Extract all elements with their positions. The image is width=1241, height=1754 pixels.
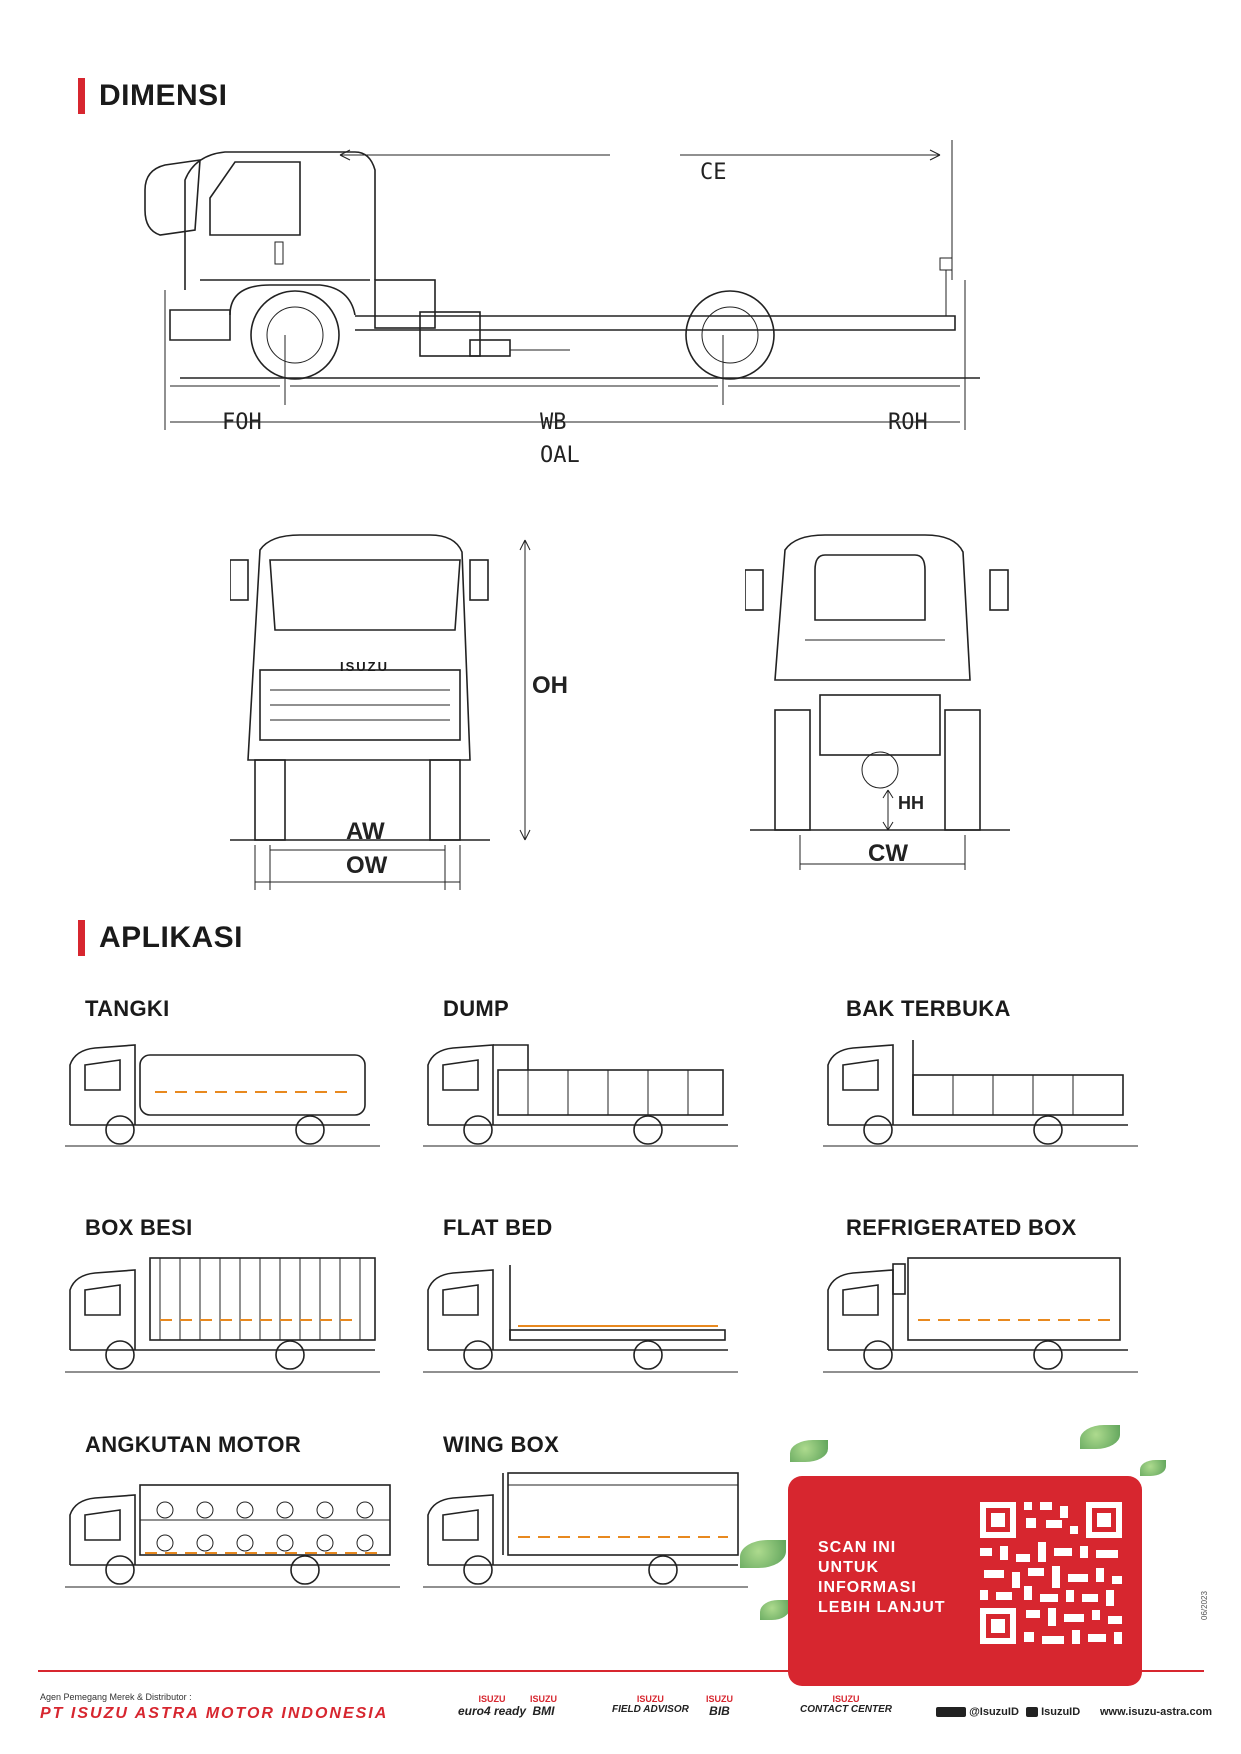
truck-wing-box bbox=[423, 1472, 748, 1588]
grille-badge: ISUZU bbox=[340, 659, 389, 674]
footer-divider bbox=[38, 1670, 1204, 1672]
app-title-wing-box: WING BOX bbox=[443, 1432, 560, 1457]
agent-label: Agen Pemegang Merek & Distributor : bbox=[40, 1692, 192, 1702]
dim-oh: OH bbox=[532, 672, 568, 699]
qr-caption: SCAN INI UNTUK INFORMASI LEBIH LANJUT bbox=[818, 1538, 958, 1618]
section-title-aplikasi: APLIKASI bbox=[78, 920, 243, 956]
social-icons bbox=[936, 1707, 966, 1718]
leaf-decoration bbox=[1080, 1425, 1120, 1449]
qr-card[interactable]: SCAN INI UNTUK INFORMASI LEBIH LANJUT bbox=[788, 1476, 1142, 1686]
website-link[interactable]: www.isuzu-astra.com bbox=[1100, 1706, 1213, 1718]
youtube-handle[interactable]: IsuzuID bbox=[1026, 1706, 1080, 1718]
section-title-text: DIMENSI bbox=[99, 79, 228, 112]
truck-bak-terbuka bbox=[823, 1040, 1138, 1147]
app-title-dump: DUMP bbox=[443, 996, 509, 1021]
dim-foh: FOH bbox=[222, 410, 262, 435]
dim-hh: HH bbox=[898, 793, 924, 813]
dim-ow: OW bbox=[346, 852, 388, 879]
rear-view-drawing bbox=[745, 534, 1010, 870]
leaf-decoration bbox=[790, 1440, 828, 1462]
social-handle[interactable]: @IsuzuID bbox=[936, 1706, 1019, 1718]
dim-aw: AW bbox=[346, 818, 385, 845]
section-title-dimensi: DIMENSI bbox=[78, 78, 228, 114]
truck-tangki bbox=[65, 1044, 380, 1147]
accent-bar bbox=[78, 78, 85, 114]
app-title-box-besi: BOX BESI bbox=[85, 1215, 193, 1240]
dim-ce: CE bbox=[700, 160, 727, 185]
qr-line-1: SCAN INI bbox=[818, 1539, 897, 1556]
app-title-angkutan-motor: ANGKUTAN MOTOR bbox=[85, 1432, 302, 1457]
company-name: PT ISUZU ASTRA MOTOR INDONESIA bbox=[40, 1705, 389, 1722]
truck-refrigerated-box bbox=[823, 1257, 1138, 1373]
qr-line-2: UNTUK bbox=[818, 1559, 879, 1576]
dim-oal: OAL bbox=[540, 443, 580, 468]
app-title-flat-bed: FLAT BED bbox=[443, 1215, 553, 1240]
social-handle-text: @IsuzuID bbox=[969, 1706, 1019, 1718]
youtube-handle-text: IsuzuID bbox=[1041, 1706, 1081, 1718]
leaf-decoration bbox=[1140, 1460, 1166, 1476]
app-title-bak-terbuka: BAK TERBUKA bbox=[846, 996, 1011, 1021]
truck-flat-bed bbox=[423, 1265, 738, 1373]
dim-wb: WB bbox=[540, 410, 567, 435]
accent-bar bbox=[78, 920, 85, 956]
qr-line-3: INFORMASI bbox=[818, 1579, 917, 1596]
qr-line-4: LEBIH LANJUT bbox=[818, 1599, 946, 1616]
truck-box-besi bbox=[65, 1257, 380, 1373]
truck-angkutan-motor bbox=[65, 1484, 400, 1588]
front-view-drawing bbox=[230, 534, 531, 890]
dim-roh: ROH bbox=[888, 410, 928, 435]
qr-code[interactable] bbox=[976, 1498, 1126, 1648]
section-title-text: APLIKASI bbox=[99, 921, 244, 954]
app-title-refrigerated-box: REFRIGERATED BOX bbox=[846, 1215, 1077, 1240]
leaf-decoration bbox=[760, 1600, 790, 1620]
leaf-decoration bbox=[740, 1540, 786, 1568]
youtube-icon bbox=[1026, 1707, 1038, 1718]
app-title-tangki: TANGKI bbox=[85, 996, 170, 1021]
dim-cw: CW bbox=[868, 840, 908, 867]
side-view-drawing bbox=[144, 140, 980, 430]
truck-dump bbox=[423, 1044, 738, 1147]
date-code: 06/2023 bbox=[1200, 1591, 1209, 1620]
